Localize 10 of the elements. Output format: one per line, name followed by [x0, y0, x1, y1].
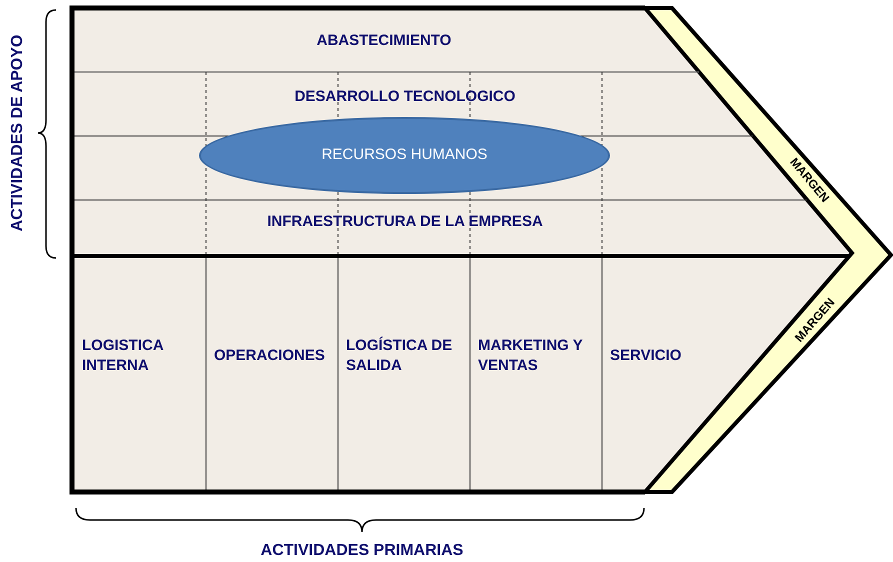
axis-label: ACTIVIDADES PRIMARIAS [260, 541, 464, 561]
activity-label: MARKETING Y VENTAS [478, 336, 584, 376]
axis-label: ACTIVIDADES DE APOYO [8, 34, 27, 232]
activity-label: ABASTECIMIENTO [316, 30, 452, 51]
activity-label: INFRAESTRUCTURA DE LA EMPRESA [267, 212, 543, 232]
activity-label: LOGÍSTICA DE SALIDA [346, 336, 454, 376]
activity-label: DESARROLLO TECNOLOGICO [294, 86, 516, 107]
activity-label: OPERACIONES [214, 346, 325, 366]
activity-label: SERVICIO [610, 346, 682, 366]
activity-label: LOGISTICA INTERNA [82, 336, 164, 376]
